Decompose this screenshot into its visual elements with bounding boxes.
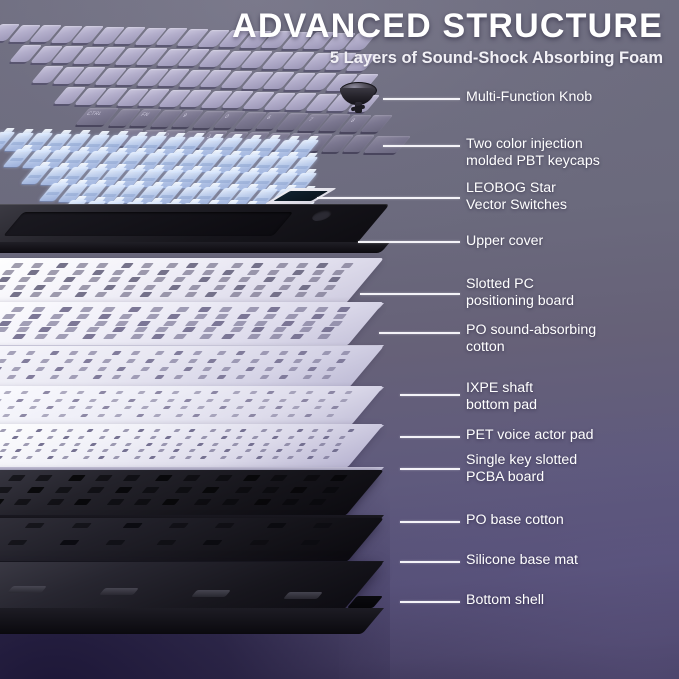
leader-line-silicone-base-mat [400, 561, 460, 563]
background-right-vignette [339, 419, 679, 679]
callout-label-po-base-cotton: PO base cotton [466, 512, 564, 528]
page-title: ADVANCED STRUCTURE [232, 7, 663, 45]
callout-label-ixpe-shaft-bottom-pad: IXPE shaft bottom pad [466, 380, 537, 413]
bottom-shell-side-wall [0, 608, 384, 634]
title-block: ADVANCED STRUCTURE 5 Layers of Sound-Sho… [232, 6, 663, 69]
leader-line-single-key-slotted-pcba-board [400, 468, 460, 470]
leader-line-ixpe-shaft-bottom-pad [400, 394, 460, 396]
leader-line-pet-voice-actor-pad [400, 436, 460, 438]
leader-line-slotted-pc-positioning-board [360, 293, 460, 295]
callout-label-po-sound-absorbing-cotton: PO sound-absorbing cotton [466, 322, 597, 355]
page-subtitle: 5 Layers of Sound-Shock Absorbing Foam [329, 49, 663, 67]
leader-line-po-base-cotton [400, 521, 460, 523]
leader-line-pbt-keycaps [383, 145, 460, 147]
callout-label-multi-function-knob: Multi-Function Knob [466, 89, 593, 105]
knob-body [340, 88, 375, 105]
leader-line-po-sound-absorbing-cotton [379, 332, 460, 334]
bottom-shell-rail [99, 588, 139, 595]
leader-line-leobog-star-vector-switches [317, 197, 460, 199]
knob-stem [355, 102, 362, 113]
leader-line-multi-function-knob [383, 98, 460, 100]
bottom-shell-rail [191, 590, 231, 597]
callout-label-leobog-star-vector-switches: LEOBOG Star Vector Switches [466, 180, 567, 213]
callout-label-slotted-pc-positioning-board: Slotted PC positioning board [466, 276, 575, 309]
callout-label-single-key-slotted-pcba-board: Single key slotted PCBA board [466, 452, 578, 485]
leader-line-bottom-shell [400, 601, 460, 603]
bottom-shell-top-face [0, 562, 385, 610]
callout-label-bottom-shell: Bottom shell [466, 592, 545, 608]
callout-label-silicone-base-mat: Silicone base mat [466, 552, 578, 568]
callout-label-pbt-keycaps: Two color injection molded PBT keycaps [466, 136, 600, 169]
multi-function-knob-part [339, 82, 377, 113]
callout-label-upper-cover: Upper cover [466, 233, 544, 249]
leader-line-upper-cover [358, 241, 460, 243]
callout-label-pet-voice-actor-pad: PET voice actor pad [466, 427, 594, 443]
bottom-shell-rail [283, 592, 323, 599]
bottom-shell-rail [7, 586, 47, 593]
